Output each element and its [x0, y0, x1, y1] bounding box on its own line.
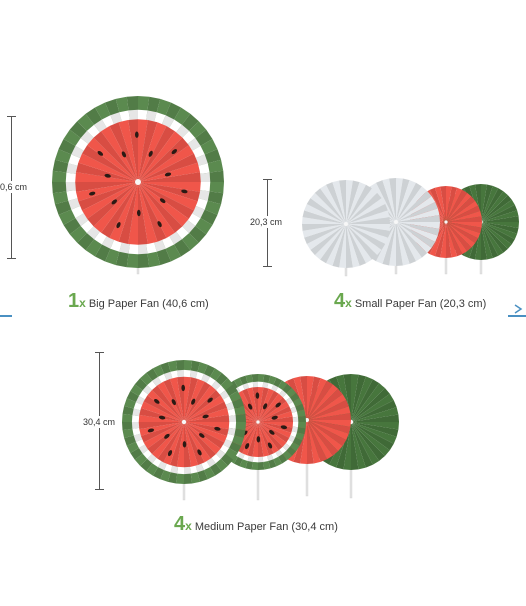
medium-fan-label: Medium Paper Fan (30,4 cm)	[194, 521, 338, 533]
small-silver-fan-1	[302, 180, 390, 277]
big-fan-multiplier: x	[79, 296, 86, 310]
big-watermelon-fan	[52, 96, 224, 275]
small-dimension-cap-top	[263, 179, 272, 180]
medium-dimension-label: 30,4 cm	[83, 416, 116, 428]
big-dimension-cap-bottom	[7, 258, 16, 259]
medium-watermelon-fan-1	[122, 360, 246, 501]
big-fan-quantity: 1	[68, 290, 80, 312]
small-fan-label: Small Paper Fan (20,3 cm)	[354, 298, 487, 310]
medium-dimension-cap-bottom	[95, 489, 104, 490]
medium-fan-quantity: 4	[174, 513, 186, 535]
big-fan-label: Big Paper Fan (40,6 cm)	[88, 298, 209, 310]
right-arrow-icon	[514, 304, 523, 314]
medium-dimension-cap-top	[95, 352, 104, 353]
medium-fan-multiplier: x	[185, 519, 192, 533]
left-divider	[0, 315, 12, 317]
small-fan-multiplier: x	[345, 296, 352, 310]
small-dimension-cap-bottom	[263, 266, 272, 267]
right-divider	[508, 315, 526, 317]
small-dimension-label: 20,3 cm	[250, 216, 283, 228]
small-fan-quantity: 4	[334, 290, 346, 312]
big-dimension-label: 0,6 cm	[0, 181, 28, 193]
big-dimension-cap-top	[7, 116, 16, 117]
